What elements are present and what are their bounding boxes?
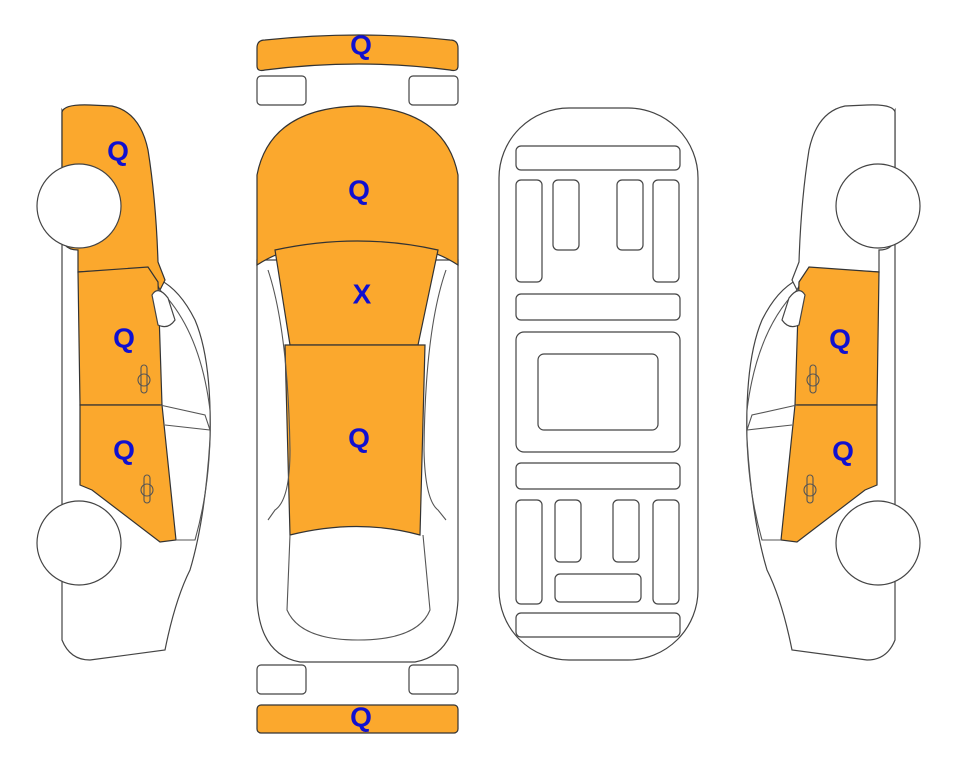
rear-bumper[interactable] — [256, 704, 459, 734]
rear-left-light — [256, 664, 307, 695]
right-rear-door-label: Q — [832, 435, 854, 466]
right-mirror — [781, 290, 806, 328]
door-handle-icon — [806, 364, 820, 394]
windshield[interactable] — [274, 240, 439, 346]
underbody-view — [498, 107, 699, 661]
front-bumper-label: Q — [350, 29, 372, 60]
left-rear-door-label: Q — [113, 434, 135, 465]
right-side-view — [746, 104, 921, 661]
front-left-headlight — [256, 75, 307, 106]
roof-label: Q — [348, 422, 370, 453]
rear-right-light — [408, 664, 459, 695]
door-handle-icon — [137, 364, 151, 394]
front-bumper[interactable] — [256, 34, 459, 72]
left-rear-wheel — [36, 500, 122, 586]
top-view — [256, 34, 459, 734]
windshield-label: X — [353, 278, 372, 309]
rear-bumper-label: Q — [350, 701, 372, 732]
door-handle-icon — [140, 474, 154, 504]
front-right-headlight — [408, 75, 459, 106]
left-front-door-label: Q — [113, 322, 135, 353]
right-front-door-label: Q — [829, 323, 851, 354]
door-handle-icon — [803, 474, 817, 504]
right-front-wheel — [835, 163, 921, 249]
left-front-wheel — [36, 163, 122, 249]
left-side-view — [36, 104, 211, 661]
roof[interactable] — [284, 344, 426, 536]
right-rear-wheel — [835, 500, 921, 586]
left-front-fender-label: Q — [107, 135, 129, 166]
hood-label: Q — [348, 174, 370, 205]
left-mirror — [151, 290, 176, 328]
